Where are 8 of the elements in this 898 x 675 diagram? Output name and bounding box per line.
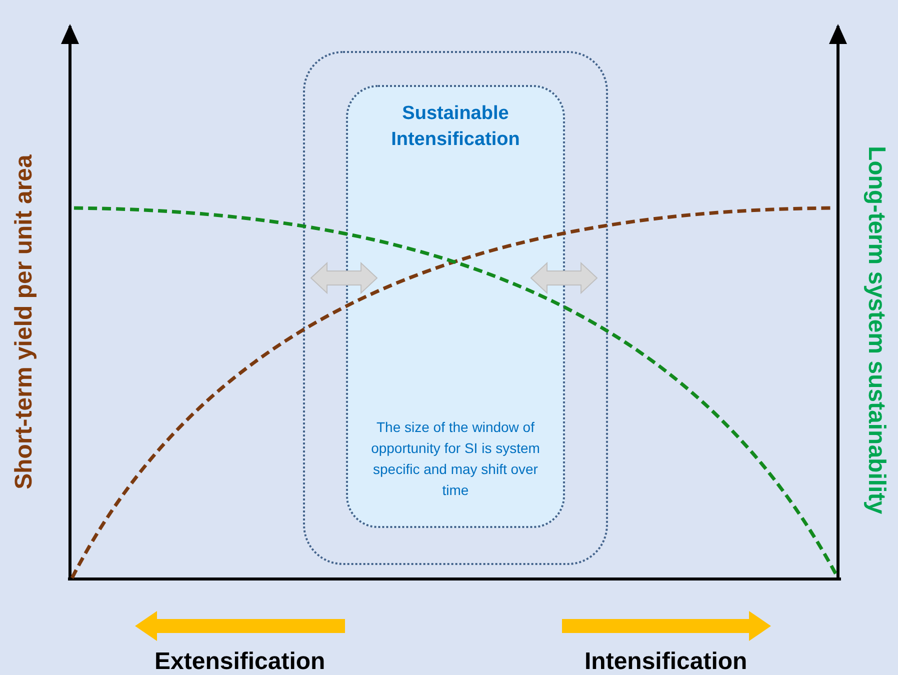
axis-title: Long-term system sustainability: [862, 146, 890, 514]
box-title: Sustainable Intensification: [390, 102, 521, 152]
axis-title: Short-term yield per unit area: [10, 154, 38, 490]
axis-label: Intensification: [584, 648, 748, 675]
axis-label: Extensification: [154, 648, 326, 675]
dotted-frame: [303, 51, 608, 565]
box-text: The size of the window of opportunity for SI is system specific and may shift over time: [370, 418, 541, 500]
rounded-box: [346, 85, 565, 528]
